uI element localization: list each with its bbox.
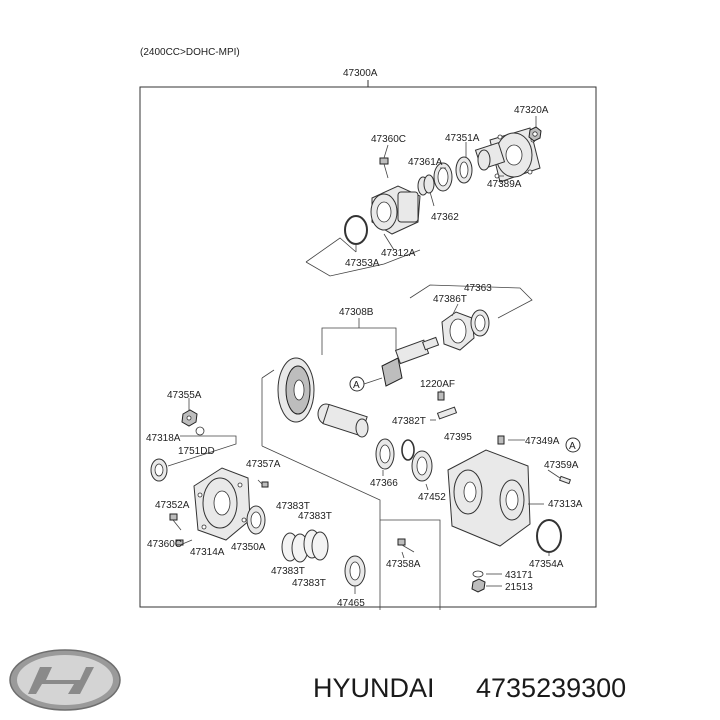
callout-1751DD: 1751DD [178,446,215,457]
shim-part [441,311,475,351]
nut-part [528,126,542,142]
ref-a-marker: A [569,441,576,452]
callout-47362: 47362 [431,212,459,223]
transfer-case-part [447,449,531,547]
front-output-group [305,126,542,277]
callout-47383T: 47383T [298,511,332,522]
callout-47383T: 47383T [271,566,305,577]
callout-47354A: 47354A [529,559,564,570]
callout-47363: 47363 [464,283,492,294]
pinion-gear-part [381,336,440,387]
callout-47308B: 47308B [339,307,374,318]
callout-47320A: 47320A [514,105,549,116]
callout-47313A: 47313A [548,499,583,510]
callout-47361A: 47361A [408,157,443,168]
callout-47360C: 47360C [147,539,182,550]
callout-47350A: 47350A [231,542,266,553]
callout-47351A: 47351A [445,133,480,144]
pin-part [437,390,445,401]
part-number: 4735239300 [476,673,626,703]
front-case-part [370,185,421,235]
shim-stack-part [281,529,329,563]
o-ring-part [344,215,368,245]
callout-47359A: 47359A [544,460,579,471]
callout-47382T: 47382T [392,416,426,427]
callout-47355A: 47355A [167,390,202,401]
callout-47353A: 47353A [345,258,380,269]
shaft-part [317,403,369,438]
ref-a-marker: A [353,380,360,391]
callout-47366: 47366 [370,478,398,489]
callout-47383T: 47383T [292,578,326,589]
callout-47312A: 47312A [381,248,416,259]
callout-47465: 47465 [337,598,365,609]
callout-47452: 47452 [418,492,446,503]
engine-spec-label: (2400CC>DOHC-MPI) [140,47,240,58]
callout-47318A: 47318A [146,433,181,444]
callout-47389A: 47389A [487,179,522,190]
callout-47349A: 47349A [525,436,560,447]
spacer-part [417,174,435,196]
assembly-frame [139,80,597,608]
callout-47360C: 47360C [371,134,406,145]
left-cover-group [150,398,269,546]
callout-43171: 43171 [505,570,533,581]
leader-lines-mid [409,284,533,319]
gear-group: A A [261,309,581,610]
key-part [436,406,458,420]
rear-cover-part [193,467,251,541]
callout-21513: 21513 [505,582,533,593]
ring-gear-part [277,357,315,423]
callout-47358A: 47358A [386,559,421,570]
transfer-case-group [375,435,572,593]
callout-47383T: 47383T [276,501,310,512]
assembly-number-label: 47300A [343,68,378,79]
leader-lines-right [380,519,441,610]
callout-47314A: 47314A [190,547,225,558]
bolt-part [379,157,389,179]
leader-lines-top [355,116,537,252]
callout-1220AF: 1220AF [420,379,455,390]
hyundai-logo [9,649,121,711]
brand-name: HYUNDAI [313,673,435,703]
callout-47395: 47395 [444,432,472,443]
flange-part [474,127,541,183]
callout-47386T: 47386T [433,294,467,305]
callout-47352A: 47352A [155,500,190,511]
callout-47357A: 47357A [246,459,281,470]
